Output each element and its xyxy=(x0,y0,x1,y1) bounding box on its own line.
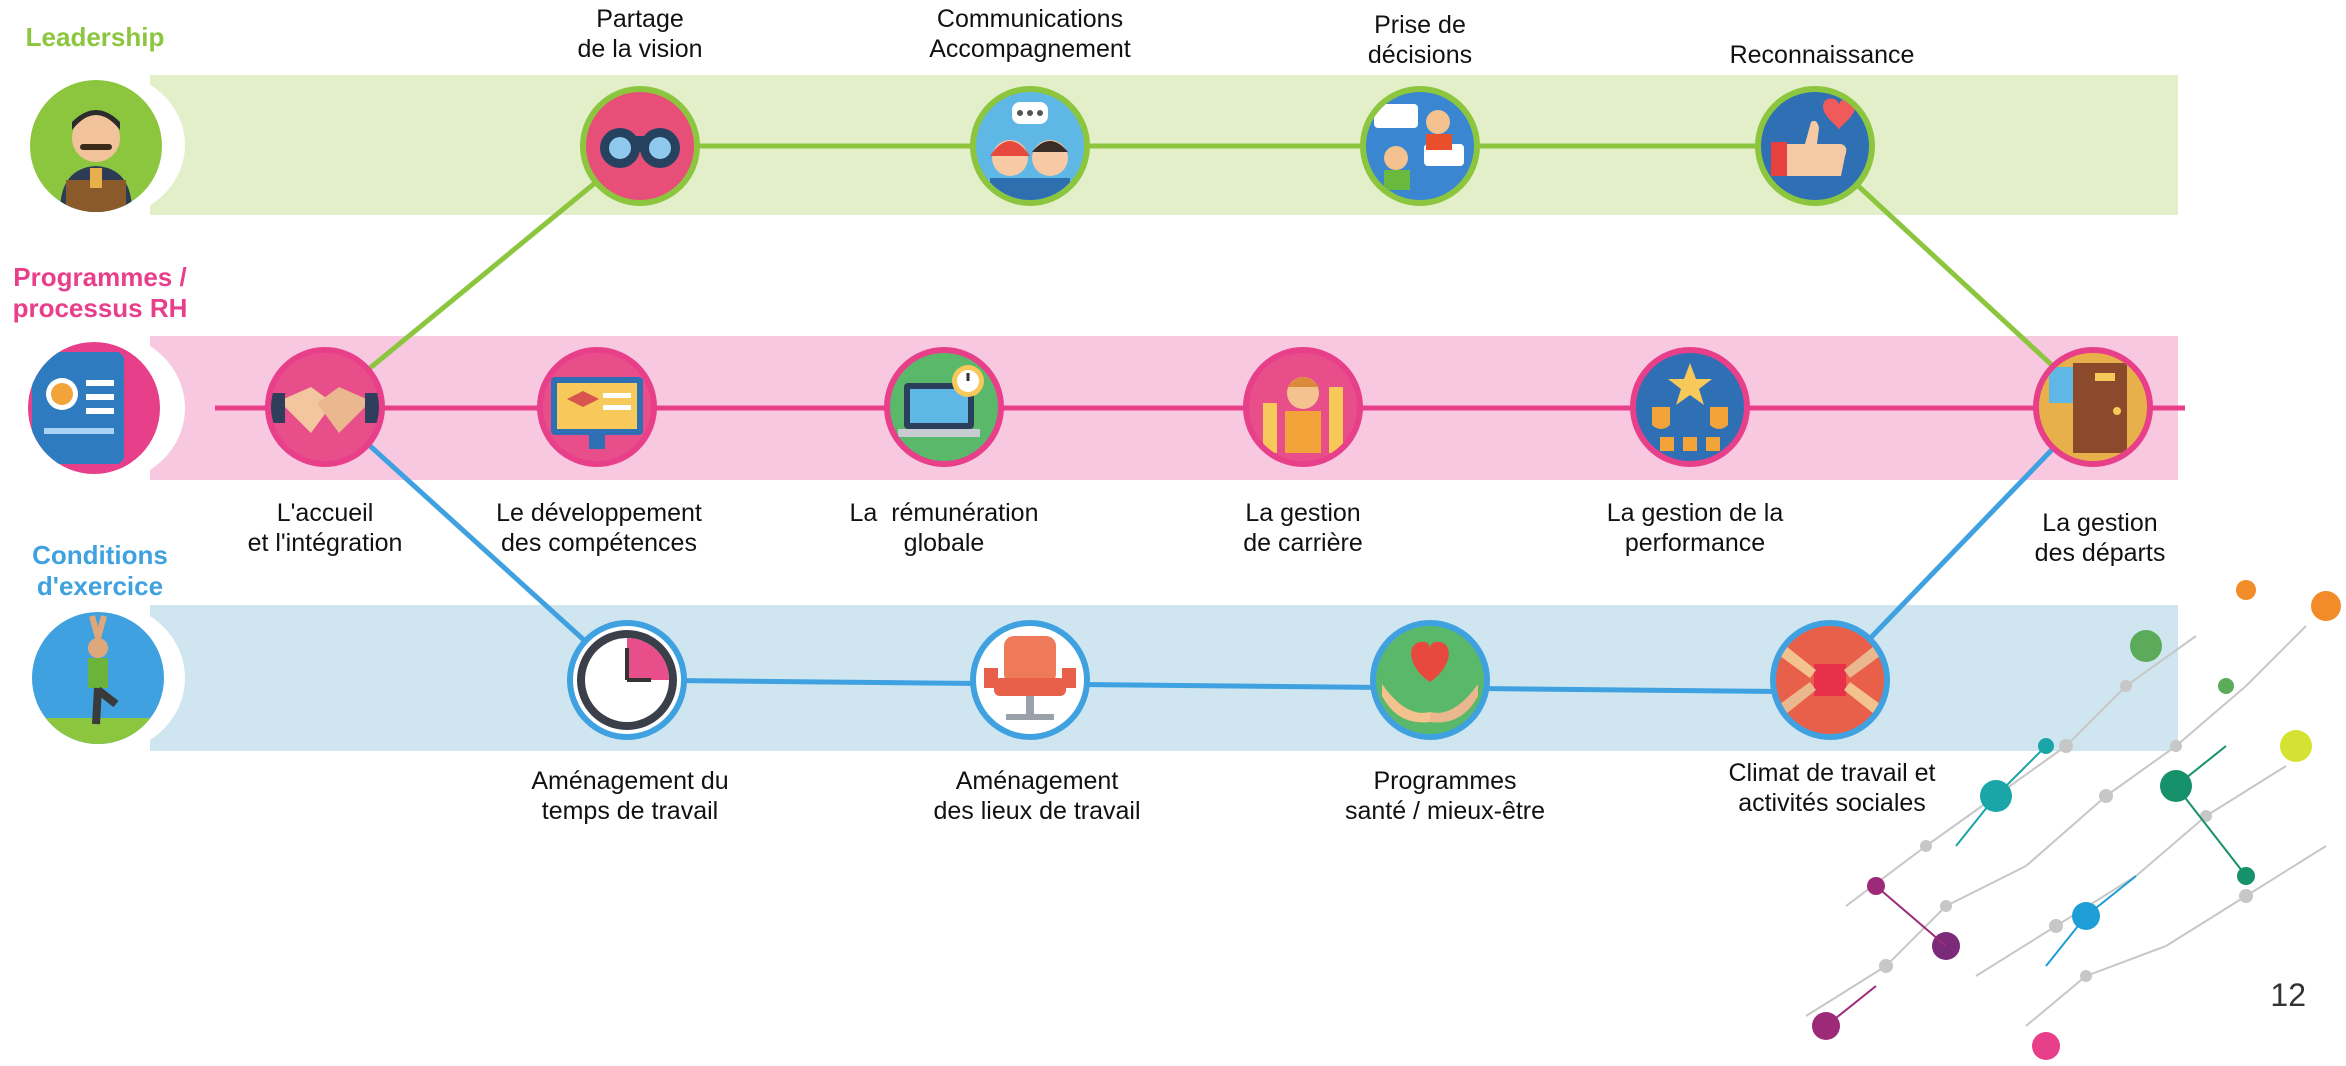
decision-chat-icon xyxy=(1360,86,1480,206)
leadership-node-label: Partage de la vision xyxy=(577,4,702,64)
leadership-node-label: Communications Accompagnement xyxy=(929,4,1131,64)
label-line: Aménagement du xyxy=(531,767,729,795)
label-line: des lieux de travail xyxy=(933,797,1141,825)
conditions-label-line2: d'exercice xyxy=(36,571,164,601)
career-growth-icon xyxy=(1243,347,1363,467)
label-line: Le développement xyxy=(496,499,702,527)
award-shields-icon xyxy=(1630,347,1750,467)
clock-icon xyxy=(567,620,687,740)
laptop-clock-icon xyxy=(884,347,1004,467)
label-line: La rémunération xyxy=(849,499,1039,527)
program-node-label: La gestion des départs xyxy=(2035,508,2166,568)
program-node-label: L'accueil et l'intégration xyxy=(248,498,403,558)
program-node-label: La gestion de la performance xyxy=(1607,498,1784,558)
label-line: Programmes xyxy=(1373,767,1517,795)
leadership-node-label: Reconnaissance xyxy=(1730,40,1915,70)
label-line: des départs xyxy=(2034,539,2166,567)
label-line: Accompagnement xyxy=(929,35,1131,63)
label-line: temps de travail xyxy=(541,797,719,825)
label-line: activités sociales xyxy=(1738,789,1926,817)
programs-category-label: Programmes / processus RH xyxy=(0,262,200,324)
binoculars-icon xyxy=(580,86,700,206)
label-line: Climat de travail et xyxy=(1728,759,1936,787)
program-node-label: La gestion de carrière xyxy=(1243,498,1363,558)
label-line: de carrière xyxy=(1243,529,1363,557)
office-chair-icon xyxy=(970,620,1090,740)
label-line: Prise de xyxy=(1374,11,1466,39)
label-line: Communications xyxy=(936,5,1124,33)
label-line: La gestion de la xyxy=(1606,499,1784,527)
team-hands-icon xyxy=(1770,620,1890,740)
network-decoration xyxy=(1805,580,2341,1060)
conditions-category-label: Conditions d'exercice xyxy=(15,540,185,602)
label-line: performance xyxy=(1624,529,1766,557)
exit-door-icon xyxy=(2033,347,2153,467)
label-line: de la vision xyxy=(577,35,703,63)
label-line: des compétences xyxy=(501,529,697,557)
leadership-node-label: Prise de décisions xyxy=(1368,10,1472,70)
page-number: 12 xyxy=(2270,977,2306,1013)
program-node-label: La rémunération globale xyxy=(849,498,1038,558)
programs-label-line1: Programmes / xyxy=(13,262,187,292)
heart-hands-icon xyxy=(1370,620,1490,740)
people-talking-icon xyxy=(970,86,1090,206)
label-line: globale xyxy=(903,529,985,557)
conditions-label-line1: Conditions xyxy=(32,540,168,570)
leadership-category-label: Leadership xyxy=(20,22,170,53)
label-line: Aménagement xyxy=(955,767,1119,795)
hr-profile-card-icon xyxy=(28,342,160,474)
label-line: et l'intégration xyxy=(247,529,403,557)
label-line: La gestion xyxy=(2042,509,2158,537)
label-line: Reconnaissance xyxy=(1729,41,1915,69)
leader-speaker-icon xyxy=(30,80,162,212)
label-line: L'accueil xyxy=(276,499,374,527)
label-line: décisions xyxy=(1367,41,1473,69)
handshake-icon xyxy=(265,347,385,467)
condition-node-label: Aménagement du temps de travail xyxy=(531,766,728,826)
program-node-label: Le développement des compétences xyxy=(496,498,702,558)
condition-node-label: Programmes santé / mieux-être xyxy=(1345,766,1545,826)
yoga-person-icon xyxy=(32,612,164,744)
label-line: Partage xyxy=(596,5,684,33)
leadership-label: Leadership xyxy=(25,22,165,52)
programs-label-line2: processus RH xyxy=(12,293,188,323)
condition-node-label: Aménagement des lieux de travail xyxy=(933,766,1140,826)
condition-node-label: Climat de travail et activités sociales xyxy=(1728,758,1935,818)
label-line: La gestion xyxy=(1245,499,1361,527)
online-course-icon xyxy=(537,347,657,467)
label-line: santé / mieux-être xyxy=(1344,797,1546,825)
thumbs-up-heart-icon xyxy=(1755,86,1875,206)
